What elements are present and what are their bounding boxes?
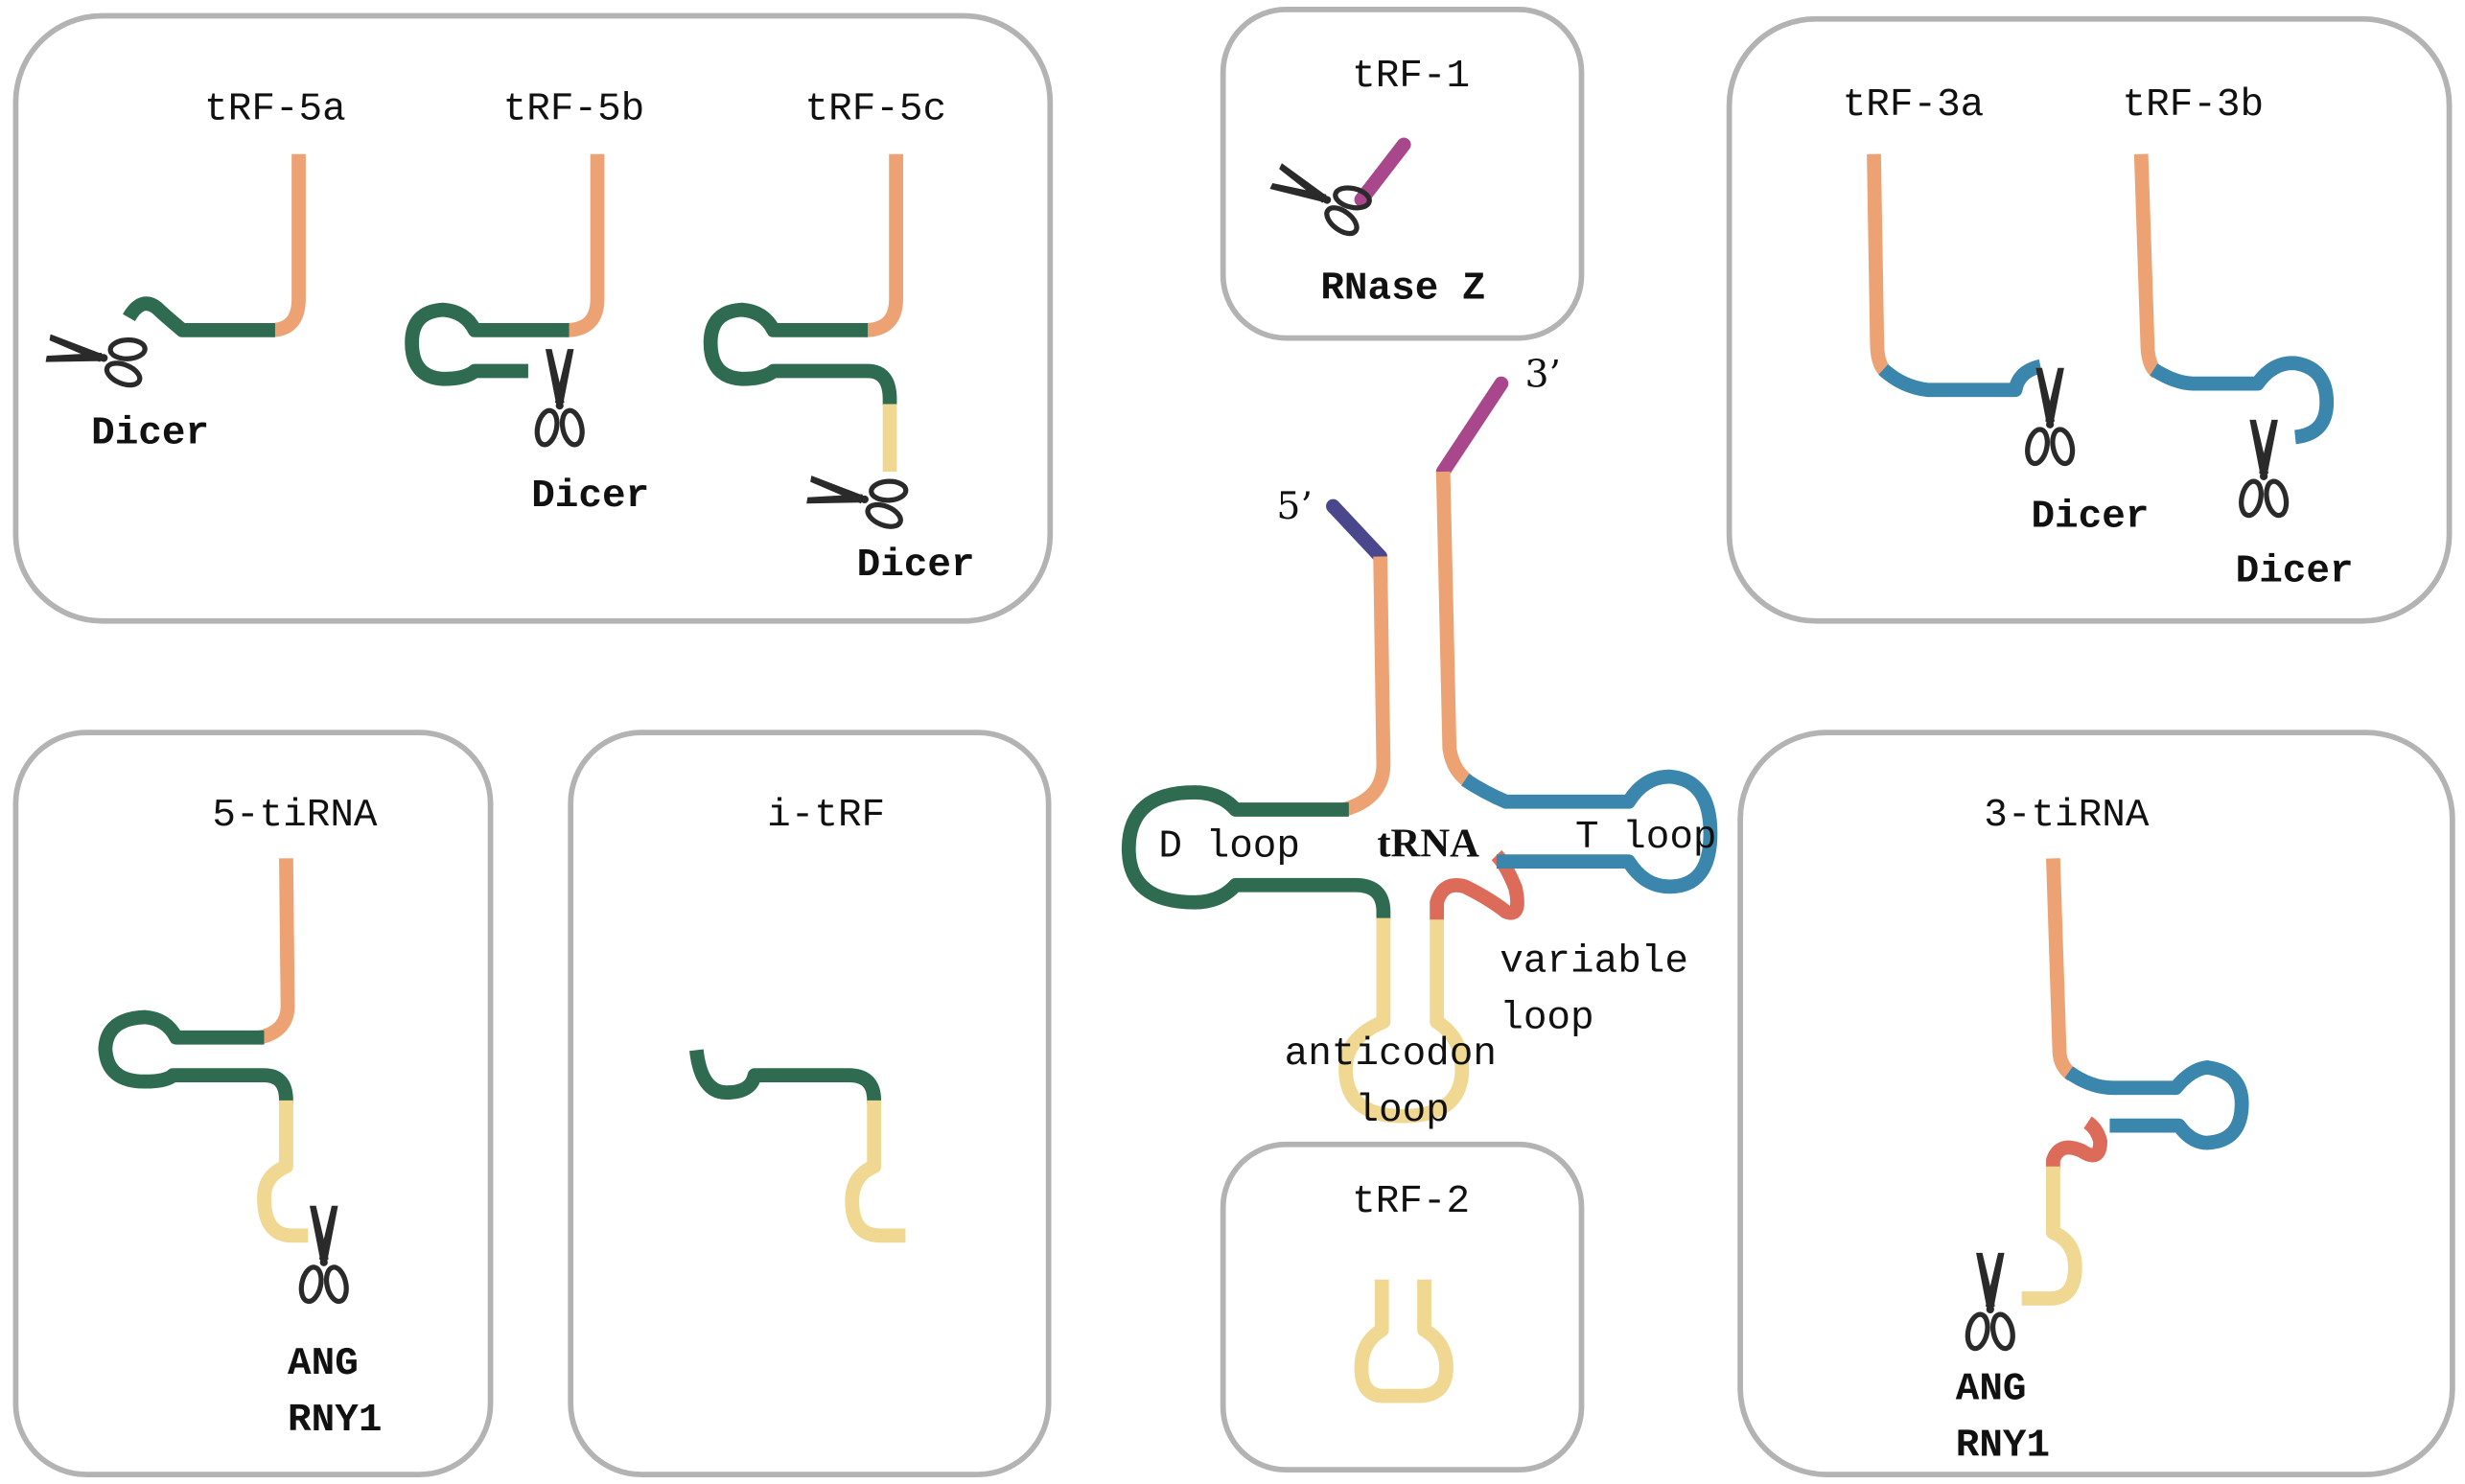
panel-trf2: tRF-2 — [1220, 1141, 1585, 1473]
fragment-label: tRF-3a — [1843, 83, 1985, 128]
fragment-trf5b: tRF-5b Dicer — [405, 88, 649, 519]
enzyme-label-line1: ANG — [1956, 1367, 2027, 1411]
t-arm-segment — [2150, 356, 2335, 445]
trna-structure: 5’ 3’ D loop tRNA T loop variable loop a… — [1121, 352, 1718, 1133]
t-arm-segment — [1878, 359, 2043, 398]
fragment-trf3b: tRF-3b Dicer — [2123, 83, 2354, 594]
d-arm-segment — [1121, 785, 1391, 920]
d-arm-segment — [405, 302, 570, 386]
enzyme-label-line1: ANG — [288, 1342, 359, 1386]
d-arm-segment — [703, 302, 897, 406]
variable-loop-segment — [2046, 1116, 2107, 1170]
fragment-label: 5-tiRNA — [212, 794, 378, 838]
variable-loop-label-line1: variable — [1500, 939, 1688, 984]
fragment-label: 3-tiRNA — [1984, 794, 2150, 838]
variable-loop-label-line2: loop — [1500, 996, 1593, 1040]
t-loop-label: T loop — [1575, 816, 1717, 860]
fragment-trf3a: tRF-3a Dicer — [1843, 83, 2150, 540]
enzyme-label: RNase Z — [1320, 267, 1485, 312]
anticodon-loop-label-line1: anticodon — [1285, 1032, 1497, 1077]
anticodon-arm-segment — [2021, 1166, 2082, 1306]
acceptor-stem-3-segment — [1435, 471, 1473, 788]
panel-trf3: tRF-3a Dicer tRF-3b Dicer — [1726, 15, 2453, 624]
variable-loop-segment — [1430, 849, 1524, 920]
enzyme-label-line2: RNY1 — [288, 1399, 382, 1443]
trna-label: tRNA — [1377, 822, 1479, 867]
fragment-label: tRF-5b — [503, 88, 645, 132]
panel-3-tirna: 3-tiRNA ANG RNY1 — [1737, 730, 2455, 1477]
trailer-3-segment — [1435, 376, 1509, 479]
anticodon-arm-segment — [257, 1100, 309, 1243]
panel-border — [12, 12, 1054, 624]
panel-trf1: tRF-1 RNase Z — [1220, 7, 1585, 341]
acceptor-stem-segment — [269, 153, 306, 337]
panel-border — [1726, 15, 2453, 624]
fragment-trf5c: tRF-5c Dicer — [703, 88, 975, 588]
d-loop-label: D loop — [1158, 825, 1300, 870]
anticodon-loop-label-line2: loop — [1355, 1089, 1449, 1133]
five-prime-label: 5’ — [1276, 484, 1313, 528]
t-arm-segment — [2064, 1060, 2249, 1150]
d-arm-segment — [689, 1049, 882, 1108]
enzyme-label: Dicer — [91, 411, 209, 455]
anticodon-arm-segment — [1354, 1279, 1453, 1403]
enzyme-label: Dicer — [2236, 550, 2354, 594]
acceptor-stem-segment — [864, 153, 903, 337]
panel-border — [1220, 1141, 1585, 1473]
panel-border — [1220, 7, 1585, 341]
panel-border — [12, 730, 494, 1477]
fragment-label: tRF-2 — [1352, 1180, 1470, 1224]
panel-border — [1737, 730, 2455, 1477]
three-prime-label: 3’ — [1524, 352, 1561, 396]
fragment-label: tRF-5c — [805, 88, 947, 132]
fragment-label: tRF-5a — [204, 88, 346, 132]
panel-5-tirna: 5-tiRNA ANG RNY1 — [12, 730, 494, 1477]
fragment-label: i-tRF — [767, 794, 885, 838]
leader-5-segment — [1326, 499, 1388, 564]
panel-trf5: tRF-5a Dicer tRF-5b Dicer tRF-5c Dicer — [12, 12, 1054, 624]
panel-i-trf: i-tRF — [568, 730, 1052, 1477]
panel-border — [568, 730, 1052, 1477]
acceptor-stem-segment — [565, 153, 605, 337]
t-arm-segment — [1461, 769, 1718, 894]
fragment-label: tRF-3b — [2123, 83, 2265, 128]
enzyme-label: Dicer — [531, 475, 649, 519]
anticodon-arm-segment — [1338, 917, 1470, 1124]
d-arm-segment — [123, 296, 275, 337]
anticodon-arm-segment — [845, 1100, 906, 1243]
acceptor-stem-5-segment — [1341, 556, 1391, 817]
trailer-3-segment — [1354, 137, 1411, 207]
d-arm-segment — [98, 1009, 293, 1108]
fragment-label: tRF-1 — [1352, 55, 1470, 99]
enzyme-label-line2: RNY1 — [1956, 1424, 2050, 1468]
enzyme-label: Dicer — [857, 544, 975, 588]
fragment-trf5a: tRF-5a Dicer — [44, 88, 346, 455]
enzyme-label: Dicer — [2031, 495, 2149, 539]
acceptor-stem-segment — [257, 858, 295, 1045]
